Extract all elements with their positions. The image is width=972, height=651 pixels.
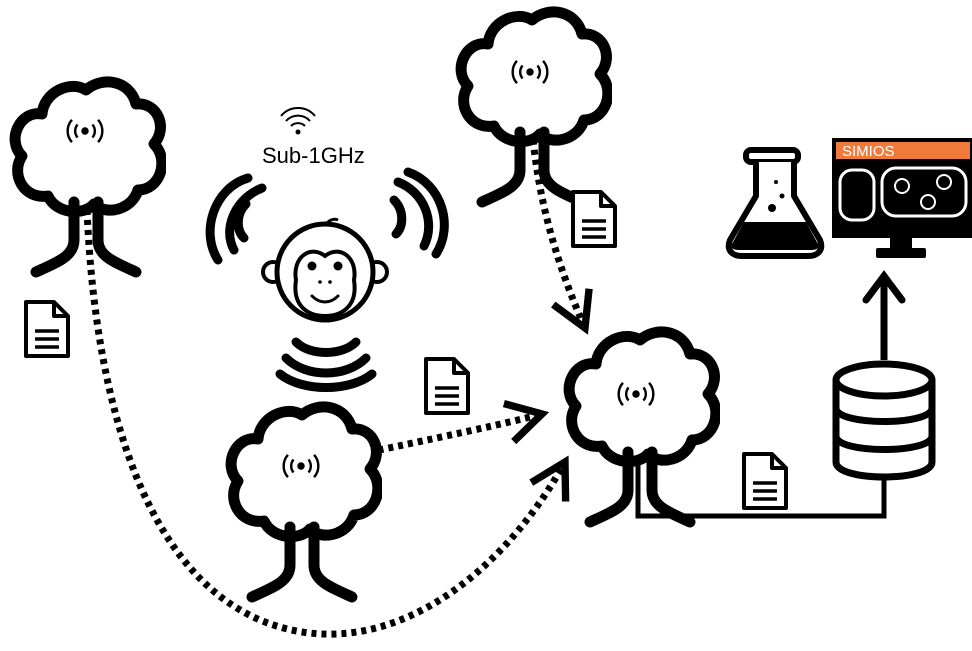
wifi-icon (280, 106, 316, 135)
monitor-title: SIMIOS (842, 143, 895, 160)
radio-frequency-label: Sub-1GHz (262, 143, 365, 168)
tree-node-gateway (569, 332, 716, 522)
tree-node-bottom (231, 407, 378, 597)
radio-source: Sub-1GHz (205, 106, 449, 392)
tree-node-icon (231, 407, 378, 597)
monitor-icon: SIMIOS (832, 138, 972, 258)
document-icon (424, 357, 470, 415)
document-icon (742, 452, 788, 510)
arrow-database-to-monitor (862, 270, 906, 360)
monkey-icon (261, 217, 389, 323)
monitor-title-bar (836, 142, 970, 159)
document-icon (571, 190, 617, 248)
document-icon (24, 300, 70, 358)
database-icon (832, 360, 936, 481)
flask-icon (725, 147, 825, 259)
tree-node-icon (569, 332, 716, 522)
